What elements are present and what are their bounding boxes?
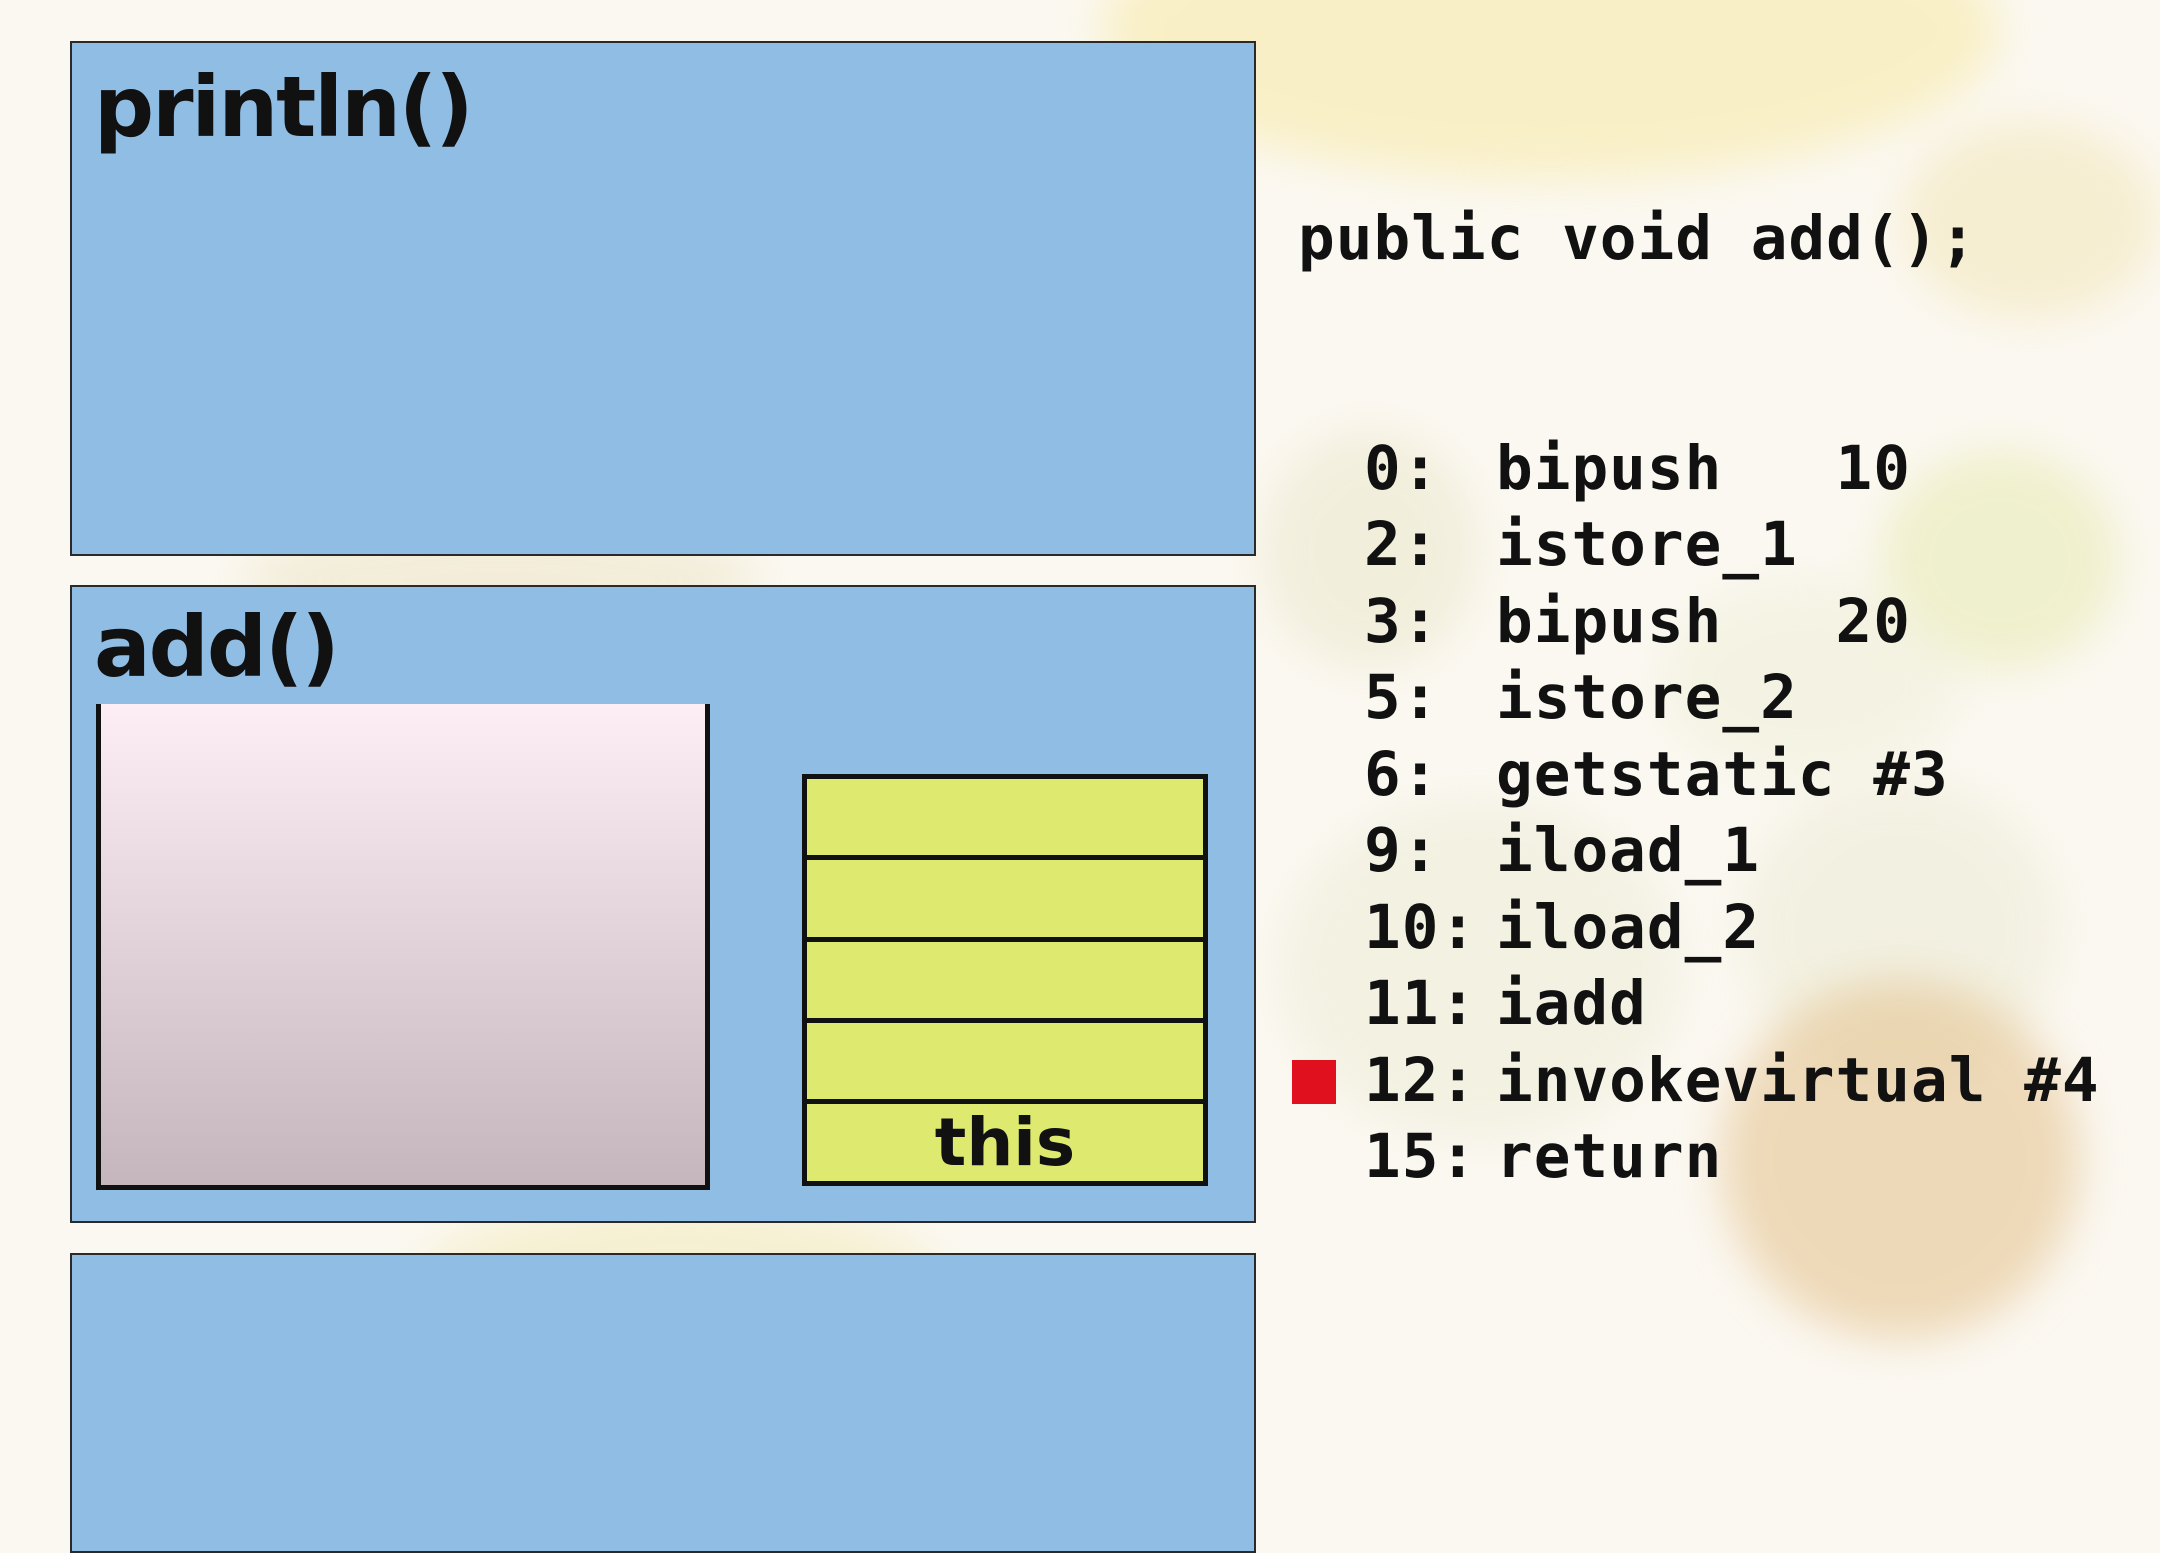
instruction-text: iload_1 (1496, 815, 1761, 886)
instruction-line: 3: bipush 20 (1298, 584, 2100, 661)
instruction-line: 12:invokevirtual #4 (1292, 1043, 2100, 1120)
instruction-text: istore_1 (1496, 509, 1798, 580)
instruction-text: bipush 10 (1496, 432, 1911, 504)
local-variable-slot-4 (807, 779, 1203, 855)
macaron-photo-background (240, 0, 2160, 1360)
method-signature: public void add(); (1298, 203, 1978, 274)
instruction-text: return (1496, 1121, 1723, 1192)
instruction-list: 0: bipush 10 2: istore_1 3: bipush 20 5: istore… (1292, 431, 2100, 1196)
instruction-line: 15: return (1298, 1119, 2100, 1196)
instruction-offset: 12: (1364, 1044, 1478, 1116)
instruction-line: 10:iload_2 (1298, 890, 2100, 967)
local-variable-slot-2 (807, 936, 1203, 1018)
instruction-offset: 2: (1364, 509, 1440, 580)
instruction-offset: 10: (1364, 891, 1478, 963)
current-instruction-marker (1292, 1059, 1336, 1104)
stack-frame-caller (70, 1253, 1256, 1553)
instruction-offset: 5: (1364, 662, 1440, 733)
instruction-text: bipush 20 (1496, 585, 1911, 657)
local-variable-slot-0: this (807, 1099, 1203, 1181)
local-variable-table: this (802, 774, 1208, 1186)
instruction-text: iadd (1496, 968, 1647, 1039)
instruction-offset: 6: (1364, 738, 1440, 810)
instruction-text: getstatic #3 (1496, 738, 1949, 810)
instruction-offset: 9: (1364, 815, 1440, 886)
instruction-offset: 15: (1364, 1121, 1478, 1192)
instruction-line: 5: istore_2 (1298, 660, 2100, 737)
frame-title-add: add() (94, 598, 340, 696)
instruction-offset: 3: (1364, 585, 1440, 657)
instruction-offset: 0: (1364, 432, 1440, 504)
instruction-text: iload_2 (1496, 891, 1761, 963)
local-variable-slot-1 (807, 1017, 1203, 1099)
instruction-text: invokevirtual #4 (1496, 1044, 2100, 1116)
instruction-line: 2: istore_1 (1298, 507, 2100, 584)
bytecode-listing: public void add(); 0: bipush 10 2: istore_1… (1292, 48, 2100, 1272)
stack-frame-println: println() (70, 41, 1256, 556)
frame-title-println: println() (94, 58, 474, 156)
operand-stack (96, 704, 710, 1190)
instruction-line: 11: iadd (1298, 966, 2100, 1043)
instruction-offset: 11: (1364, 968, 1478, 1039)
local-variable-slot-3 (807, 855, 1203, 936)
instruction-line: 9: iload_1 (1298, 813, 2100, 890)
instruction-line: 0: bipush 10 (1298, 431, 2100, 508)
instruction-line: 6: getstatic #3 (1298, 737, 2100, 814)
instruction-text: istore_2 (1496, 662, 1798, 733)
